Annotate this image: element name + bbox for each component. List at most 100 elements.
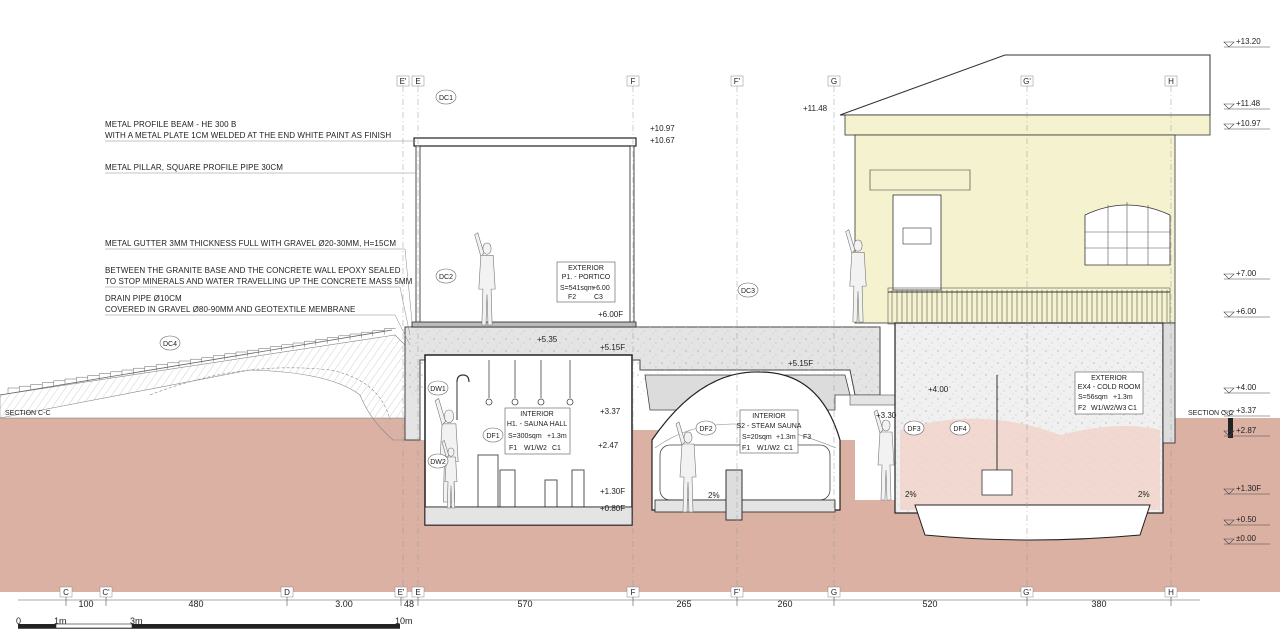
svg-text:+13.20: +13.20 bbox=[1236, 37, 1261, 46]
room-steam: INTERIOR S2 - STEAM SAUNA S=20sqm +1.3m … bbox=[737, 409, 811, 454]
svg-text:INTERIOR: INTERIOR bbox=[752, 413, 785, 420]
building bbox=[839, 54, 1211, 325]
svg-text:F1: F1 bbox=[742, 445, 750, 452]
svg-text:EXTERIOR: EXTERIOR bbox=[1091, 375, 1127, 382]
svg-text:S=541sqm: S=541sqm bbox=[560, 285, 594, 292]
slope-left bbox=[0, 328, 406, 441]
annotation-notes: METAL PROFILE BEAM - HE 300 B WITH A MET… bbox=[105, 120, 416, 346]
svg-text:C: C bbox=[63, 588, 69, 597]
note-4: METAL GUTTER 3MM THICKNESS FULL WITH GRA… bbox=[105, 239, 396, 248]
svg-text:2%: 2% bbox=[905, 490, 917, 499]
svg-text:G: G bbox=[831, 588, 837, 597]
axis-top-3: F' bbox=[730, 75, 744, 87]
svg-text:E': E' bbox=[400, 77, 407, 86]
tag-df3: DF3 bbox=[907, 426, 920, 433]
window-arched bbox=[1084, 204, 1171, 266]
svg-text:+0.50: +0.50 bbox=[1236, 515, 1257, 524]
cold-room bbox=[894, 322, 1176, 541]
svg-text:+6.00F: +6.00F bbox=[598, 310, 623, 319]
stairs bbox=[7, 328, 396, 394]
portico bbox=[411, 137, 637, 328]
room-sauna: INTERIOR H1. - SAUNA HALL S=300sqm +1.3m… bbox=[504, 407, 571, 455]
svg-text:+7.00: +7.00 bbox=[1236, 269, 1257, 278]
axis-top-1: E bbox=[411, 75, 425, 87]
portico-pillar-right bbox=[629, 145, 635, 327]
svg-text:C3: C3 bbox=[594, 294, 603, 301]
svg-text:S2 - STEAM SAUNA: S2 - STEAM SAUNA bbox=[737, 423, 802, 430]
svg-text:W1/W2: W1/W2 bbox=[757, 445, 780, 452]
svg-text:C1: C1 bbox=[1128, 405, 1137, 412]
svg-text:+6.00: +6.00 bbox=[1236, 307, 1257, 316]
note-6: TO STOP MINERALS AND WATER TRAVELLING UP… bbox=[105, 277, 413, 286]
svg-text:INTERIOR: INTERIOR bbox=[520, 411, 553, 418]
svg-text:G': G' bbox=[1023, 588, 1031, 597]
axis-top-6: H bbox=[1164, 75, 1178, 87]
earth-fill bbox=[0, 418, 1280, 592]
svg-text:+3.37: +3.37 bbox=[1236, 406, 1257, 415]
human-figures bbox=[434, 229, 895, 513]
svg-text:EXTERIOR: EXTERIOR bbox=[568, 265, 604, 272]
axis-top-0: E' bbox=[396, 75, 410, 87]
svg-text:+4.00: +4.00 bbox=[1236, 383, 1257, 392]
dimension-2: 3.00 bbox=[335, 599, 353, 609]
section-label-left: SECTION C-C bbox=[5, 410, 51, 417]
axis-bottom-4: E bbox=[411, 586, 425, 606]
dimension-4: 570 bbox=[517, 599, 532, 609]
elevation-right-2: +10.97 bbox=[1223, 119, 1270, 130]
dimension-6: 260 bbox=[777, 599, 792, 609]
axis-bottom-5: F bbox=[626, 586, 640, 606]
svg-text:F2: F2 bbox=[568, 294, 576, 301]
svg-text:+5.15F: +5.15F bbox=[788, 359, 813, 368]
elevation-right-3: +7.00 bbox=[1223, 269, 1270, 280]
svg-text:+1.3m: +1.3m bbox=[1113, 394, 1133, 401]
svg-text:+5.35: +5.35 bbox=[537, 335, 558, 344]
svg-text:+4.00: +4.00 bbox=[928, 385, 949, 394]
tag-df1: DF1 bbox=[486, 433, 499, 440]
scale-1: 1m bbox=[54, 616, 67, 626]
svg-text:+10.67: +10.67 bbox=[650, 136, 675, 145]
svg-text:2%: 2% bbox=[1138, 490, 1150, 499]
elevation-right-7: +2.87 bbox=[1223, 426, 1270, 437]
axis-bottom-3: E' bbox=[394, 586, 408, 606]
dimension-8: 380 bbox=[1091, 599, 1106, 609]
tag-dc4: DC4 bbox=[163, 341, 177, 348]
tag-dc1: DC1 bbox=[439, 95, 453, 102]
svg-text:F: F bbox=[631, 588, 636, 597]
tag-dc2: DC2 bbox=[439, 274, 453, 281]
svg-text:F': F' bbox=[734, 588, 741, 597]
svg-text:F2: F2 bbox=[1078, 405, 1086, 412]
svg-text:+2.87: +2.87 bbox=[1236, 426, 1257, 435]
svg-text:+2.47: +2.47 bbox=[598, 441, 619, 450]
svg-text:D: D bbox=[284, 588, 290, 597]
svg-text:S=300sqm: S=300sqm bbox=[508, 433, 542, 440]
tag-dc3: DC3 bbox=[741, 288, 755, 295]
svg-text:F3: F3 bbox=[803, 434, 811, 441]
svg-text:+3.30: +3.30 bbox=[876, 411, 897, 420]
svg-text:W1/W2/W3: W1/W2/W3 bbox=[1091, 405, 1126, 412]
svg-text:+10.97: +10.97 bbox=[650, 124, 675, 133]
tag-df2: DF2 bbox=[699, 426, 712, 433]
scale-bar: 0 1m 3m 10m bbox=[16, 616, 413, 629]
note-5: BETWEEN THE GRANITE BASE AND THE CONCRET… bbox=[105, 266, 401, 275]
axis-bottom-8: G' bbox=[1020, 586, 1034, 606]
axis-bottom-7: G bbox=[827, 586, 841, 606]
note-3: METAL PILLAR, SQUARE PROFILE PIPE 30CM bbox=[105, 163, 283, 172]
svg-text:C1: C1 bbox=[552, 445, 561, 452]
note-1: METAL PROFILE BEAM - HE 300 B bbox=[105, 120, 236, 129]
svg-text:F1: F1 bbox=[509, 445, 517, 452]
portico-beam bbox=[413, 137, 637, 147]
note-2: WITH A METAL PLATE 1CM WELDED AT THE END… bbox=[105, 131, 391, 140]
svg-text:+6.00: +6.00 bbox=[592, 285, 610, 292]
svg-text:+5.15F: +5.15F bbox=[600, 343, 625, 352]
earth-layer bbox=[0, 417, 1280, 592]
room-cold: EXTERIOR EX4 - COLD ROOM S=56sqm +1.3m F… bbox=[1074, 371, 1144, 415]
axis-top-2: F bbox=[626, 75, 640, 87]
svg-text:C1: C1 bbox=[784, 445, 793, 452]
elevation-column: +13.20+11.48+10.97+7.00+6.00+4.00+3.37+2… bbox=[1223, 37, 1270, 545]
detail-tags: DC1 DC2 DC3 DC4 DW1 DW2 DF1 DF2 DF3 DF4 bbox=[159, 89, 971, 469]
svg-text:H: H bbox=[1168, 77, 1174, 86]
svg-text:F': F' bbox=[734, 77, 741, 86]
elevation-right-0: +13.20 bbox=[1223, 37, 1270, 48]
axis-bottom-9: H bbox=[1164, 586, 1178, 606]
